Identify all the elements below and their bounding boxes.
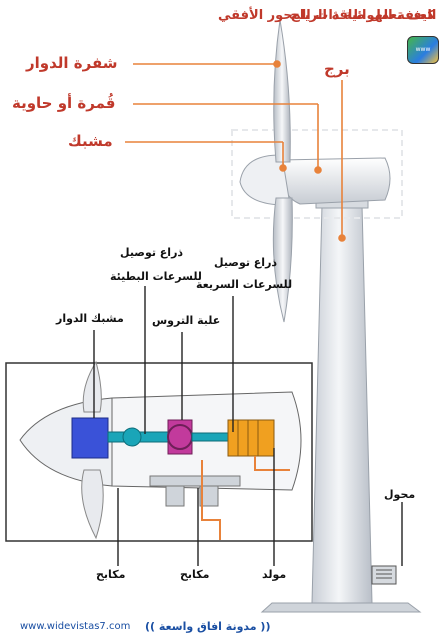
nacelle [239, 154, 391, 206]
label-transformer: محول [384, 488, 416, 501]
footer-url[interactable]: www.widevistas7.com [20, 621, 131, 632]
label-gearbox: علبة التروس [152, 314, 221, 327]
label-hub: مشبك [68, 132, 113, 150]
inset-detail [5, 360, 313, 542]
inset-pointers [93, 286, 403, 566]
logo-globe-icon: www [407, 36, 439, 64]
label-low-speed-shaft-1: ذراع توصيل [120, 246, 184, 259]
label-blades: شفرة الدوار [26, 54, 118, 72]
rotor-blades [272, 19, 293, 323]
pointer-lines [125, 60, 346, 242]
label-high-speed-shaft-2: للسرعات السريعة [196, 278, 293, 291]
label-brakes-left: مكابح [96, 568, 126, 581]
footer-blog-name: (( مدونة افاق واسعة )) [145, 620, 271, 633]
tower [260, 197, 422, 613]
label-nacelle: قُمرة أو حاوية [12, 94, 116, 112]
nacelle-zoom-box [231, 129, 403, 219]
label-tower: برج [324, 60, 350, 78]
page-title: كيف تعمل طاقة الرياح [290, 8, 435, 23]
label-high-speed-shaft-1: ذراع توصيل [214, 256, 278, 269]
label-low-speed-shaft-2: للسرعات البطيئة [110, 270, 202, 283]
transformer-box [371, 565, 397, 585]
label-brakes-mid: مكابح [180, 568, 210, 581]
label-generator: مولد [262, 568, 287, 581]
label-rotor-hub: مشبك الدوار [56, 312, 124, 325]
diagram-subtitle: العنفة الهوائية ذات المحور الأفقي [218, 8, 437, 23]
